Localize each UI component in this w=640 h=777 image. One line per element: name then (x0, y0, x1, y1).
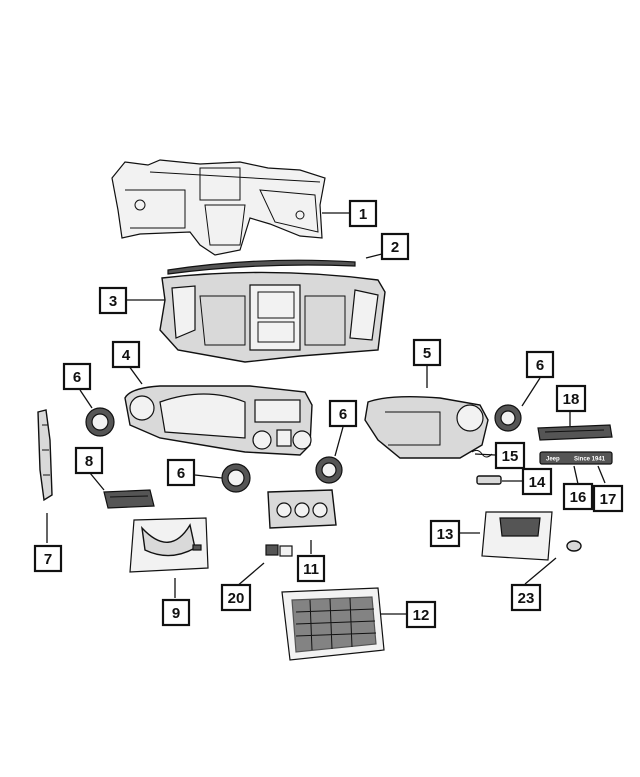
callout-23-label: 23 (518, 590, 535, 607)
callout-6a: 6 (62, 362, 92, 391)
callout-9-label: 9 (172, 605, 180, 622)
callout-18-label: 18 (563, 391, 580, 408)
callout-11-label: 11 (303, 561, 319, 578)
part-11-climate-bezel (267, 489, 337, 529)
callout-6b: 6 (166, 458, 196, 487)
callout-6c: 6 (328, 399, 358, 428)
callout-2: 2 (380, 232, 410, 261)
callout-6b-label: 6 (177, 465, 185, 482)
part-7-end-cap (37, 409, 53, 502)
callout-13-label: 13 (437, 526, 454, 543)
callout-16-label: 16 (570, 489, 587, 506)
callout-1-label: 1 (359, 206, 367, 223)
callout-6a-label: 6 (73, 369, 81, 386)
callout-7: 7 (33, 544, 63, 573)
callout-9: 9 (161, 598, 191, 627)
callout-4: 4 (111, 340, 141, 369)
badge-tagline-text: Since 1941 (574, 457, 606, 463)
callout-14-label: 14 (529, 474, 546, 491)
part-12-storage-bin (281, 587, 385, 661)
part-3-instrument-panel (159, 271, 386, 363)
part-20-power-outlet (265, 544, 293, 557)
callout-17-label: 17 (600, 491, 617, 508)
part-8-switch-bezel (103, 489, 155, 509)
callout-6d-label: 6 (536, 357, 544, 374)
callout-17: 17 (592, 484, 624, 513)
leader-lines (46, 212, 606, 615)
callout-7-label: 7 (44, 551, 52, 568)
part-23-plug (566, 540, 582, 552)
callout-6c-label: 6 (339, 406, 347, 423)
part-4-cluster-bezel (124, 385, 313, 456)
part-14-latch (476, 475, 502, 485)
part-18-grab-handle (537, 424, 613, 441)
callout-12-label: 12 (413, 607, 430, 624)
part-5-passenger-panel (364, 395, 489, 459)
badge-brand-text: Jeep (546, 457, 560, 463)
part-2-defroster-trim (167, 259, 356, 275)
callout-16: 16 (562, 482, 594, 511)
part-1-crossmember (111, 159, 326, 256)
callout-5: 5 (412, 338, 442, 367)
callout-14: 14 (521, 467, 553, 496)
callout-15-label: 15 (502, 448, 519, 465)
callout-23: 23 (510, 583, 542, 612)
callout-18: 18 (555, 384, 587, 413)
callout-12: 12 (405, 600, 437, 629)
part-6-vent-c (315, 456, 343, 484)
callout-8-label: 8 (85, 453, 93, 470)
callout-5-label: 5 (423, 345, 431, 362)
callout-1: 1 (348, 199, 378, 228)
callout-13: 13 (429, 519, 461, 548)
part-13-glovebox (481, 511, 553, 561)
callout-20-label: 20 (228, 590, 245, 607)
callout-20: 20 (220, 583, 252, 612)
callout-2-label: 2 (391, 239, 399, 256)
callout-8: 8 (74, 446, 104, 475)
callout-15: 15 (494, 441, 526, 470)
part-9-knee-panel (129, 517, 209, 573)
callout-3-label: 3 (109, 293, 117, 310)
callout-6d: 6 (525, 350, 555, 379)
part-16-17-nameplate: Jeep Since 1941 (539, 451, 613, 465)
part-6-vent-a (85, 407, 115, 437)
callout-4-label: 4 (122, 347, 131, 364)
callout-11: 11 (296, 554, 326, 583)
part-6-vent-d (494, 404, 522, 432)
callout-3: 3 (98, 286, 128, 315)
part-6-vent-b (221, 463, 251, 493)
